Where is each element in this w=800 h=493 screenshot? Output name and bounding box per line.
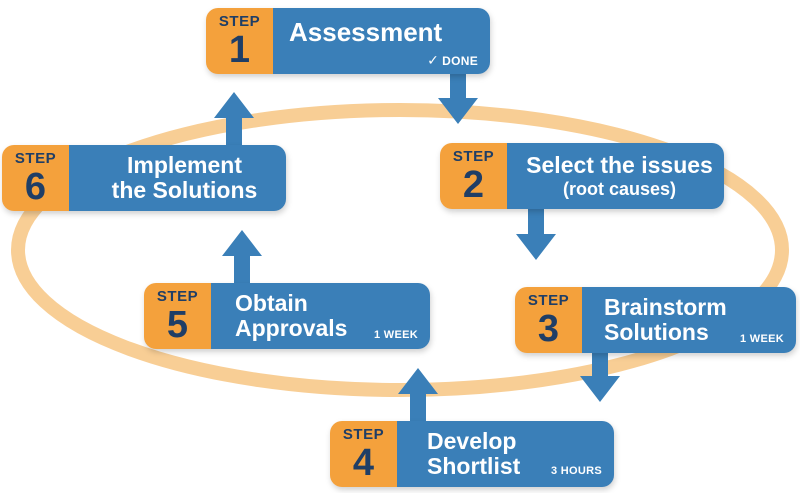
arrow-down-icon xyxy=(438,72,478,124)
step-title: Obtain xyxy=(235,290,308,316)
step-label: STEP xyxy=(452,148,495,165)
step-6-implement-solutions: STEP 6 Implement the Solutions xyxy=(2,145,286,211)
step-badge: STEP 2 xyxy=(440,143,507,209)
arrow-down-icon xyxy=(580,350,620,402)
arrow-up-icon xyxy=(222,230,262,284)
step-number: 5 xyxy=(166,304,189,346)
step-number: 1 xyxy=(228,29,251,71)
step-number: 6 xyxy=(24,166,47,208)
step-title: Brainstorm xyxy=(604,294,727,320)
step-badge: STEP 4 xyxy=(330,421,397,487)
step-badge: STEP 5 xyxy=(144,283,211,349)
step-2-select-issues: STEP 2 Select the issues (root causes) xyxy=(440,143,724,209)
status-note-text: DONE xyxy=(442,54,478,68)
step-title: Assessment xyxy=(289,17,443,47)
step-title-line-2: Approvals xyxy=(235,315,348,341)
step-subtitle: (root causes) xyxy=(562,178,677,199)
step-label: STEP xyxy=(14,150,57,167)
step-title: Select the issues xyxy=(526,151,713,178)
step-label: STEP xyxy=(527,292,570,309)
status-note: ✓DONE xyxy=(427,52,478,69)
step-panel: Select the issues (root causes) xyxy=(507,143,724,209)
step-badge: STEP 6 xyxy=(2,145,69,211)
arrow-up-icon xyxy=(398,368,438,424)
step-1-assessment: STEP 1 Assessment ✓DONE xyxy=(206,8,490,74)
step-label: STEP xyxy=(342,426,385,443)
step-panel: Develop Shortlist 3 HOURS xyxy=(397,421,614,487)
step-number: 2 xyxy=(462,164,485,206)
duration-note: 1 WEEK xyxy=(374,329,418,341)
step-title-line-2: Solutions xyxy=(604,319,709,345)
step-panel: Brainstorm Solutions 1 WEEK xyxy=(582,287,796,353)
arrow-down-icon xyxy=(516,208,556,260)
step-4-develop-shortlist: STEP 4 Develop Shortlist 3 HOURS xyxy=(330,421,614,487)
step-3-brainstorm: STEP 3 Brainstorm Solutions 1 WEEK xyxy=(515,287,796,353)
duration-note: 3 HOURS xyxy=(551,465,602,477)
step-title: Develop xyxy=(427,428,517,454)
step-label: STEP xyxy=(218,13,261,30)
step-badge: STEP 3 xyxy=(515,287,582,353)
check-icon: ✓ xyxy=(427,52,440,68)
duration-note: 1 WEEK xyxy=(740,333,784,345)
step-number: 4 xyxy=(352,442,375,484)
arrow-up-icon xyxy=(214,92,254,148)
step-badge: STEP 1 xyxy=(206,8,273,74)
step-panel: Obtain Approvals 1 WEEK xyxy=(211,283,430,349)
step-title-line-2: the Solutions xyxy=(111,177,258,203)
step-panel: Implement the Solutions xyxy=(69,145,286,211)
step-number: 3 xyxy=(537,308,560,350)
cycle-ring-ellipse xyxy=(11,103,789,397)
step-title: Implement xyxy=(126,152,243,178)
step-panel: Assessment ✓DONE xyxy=(273,8,490,74)
step-5-obtain-approvals: STEP 5 Obtain Approvals 1 WEEK xyxy=(144,283,430,349)
step-title-line-2: Shortlist xyxy=(427,453,521,479)
step-label: STEP xyxy=(156,288,199,305)
